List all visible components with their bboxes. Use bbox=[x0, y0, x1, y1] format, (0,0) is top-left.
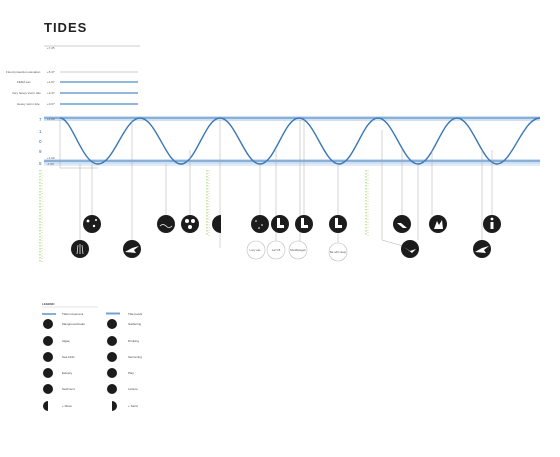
reference-lines: +7.25 Flood protection elevation +5.3? F… bbox=[6, 45, 140, 106]
sediment-icon bbox=[43, 384, 53, 394]
legend-label: Leisure bbox=[128, 387, 138, 391]
icons-row-1 bbox=[83, 215, 501, 233]
sediment-icon bbox=[83, 215, 101, 233]
left-tick: 9 bbox=[39, 149, 42, 154]
legend-label: Tidal movement bbox=[62, 312, 83, 316]
caption-text: surf 18 bbox=[272, 248, 281, 252]
legend-label: Sediment bbox=[62, 387, 75, 391]
kayak-icon bbox=[107, 384, 117, 394]
green-scale-right bbox=[365, 170, 369, 236]
green-scale-left bbox=[39, 170, 43, 262]
legend-label: + Moon bbox=[62, 404, 72, 408]
legend-label: Estuary bbox=[62, 371, 73, 375]
legend-label: Tide levels bbox=[128, 312, 143, 316]
legend-label: Mangrove/shoals bbox=[62, 322, 85, 326]
swimmer-icon bbox=[107, 352, 117, 362]
low-tide-mark-2: -1.00 bbox=[47, 162, 54, 166]
sediment-icon bbox=[181, 215, 199, 233]
caption-bubble bbox=[266, 240, 286, 260]
bottle-icon bbox=[107, 336, 117, 346]
reference-label-heavy: Heavy storm tide bbox=[17, 102, 40, 106]
legend-label: Sea birds bbox=[62, 355, 75, 359]
tide-curve bbox=[59, 117, 541, 165]
left-tick: 7 bbox=[39, 117, 42, 122]
icons-row-2 bbox=[71, 240, 491, 258]
reference-label-flood: Flood protection elevation bbox=[6, 70, 41, 74]
left-axis: 7 1 0 9 5 bbox=[39, 117, 42, 166]
caption-bubble bbox=[246, 240, 266, 260]
boot-icon bbox=[107, 319, 117, 329]
heron-icon bbox=[107, 368, 117, 378]
half-moon-icon bbox=[43, 401, 48, 411]
caption-text: Lucy eat... bbox=[250, 248, 263, 252]
swimmer-icon bbox=[401, 240, 419, 258]
caption-text: Mudbtasgeb bbox=[290, 248, 306, 252]
caption-bubbles: Lucy eat... surf 18 Mudbtasgeb Ba ndl Lu… bbox=[246, 240, 348, 262]
legend-title: LEGEND bbox=[42, 302, 55, 306]
high-tide-mark: +2.00 bbox=[47, 117, 55, 121]
shell-icon bbox=[251, 215, 269, 233]
legend: LEGEND Tidal movement Tide levels Mangro… bbox=[42, 302, 143, 411]
caption-bubble bbox=[288, 240, 308, 260]
ripple-icon bbox=[43, 368, 53, 378]
ripple-icon bbox=[157, 215, 175, 233]
reference-value-fema: +4.6? bbox=[47, 80, 55, 84]
reference-label-very-heavy: Very heavy storm tide bbox=[12, 91, 41, 95]
bird-icon bbox=[43, 352, 53, 362]
legend-label: Algae bbox=[62, 339, 70, 343]
left-tick: 5 bbox=[39, 161, 42, 166]
half-moon-icon bbox=[212, 215, 221, 233]
legend-label: Gathering bbox=[128, 322, 142, 326]
legend-label: Swimming bbox=[128, 355, 142, 359]
left-tick: 0 bbox=[39, 139, 42, 144]
reference-label-top: +7.25 bbox=[47, 46, 55, 50]
half-circle-icon bbox=[112, 401, 117, 411]
caption-bubble bbox=[328, 242, 348, 262]
low-tide-mark: +1.00 bbox=[47, 156, 55, 160]
legend-label: Play bbox=[128, 371, 134, 375]
legend-label: Drinking bbox=[128, 339, 139, 343]
green-scale-mid bbox=[206, 170, 210, 236]
grass-icon bbox=[43, 319, 53, 329]
left-tick: 1 bbox=[39, 129, 42, 134]
page-title: TIDES bbox=[44, 20, 88, 35]
reference-label-fema: FEMA esx bbox=[17, 80, 31, 84]
reference-value-very-heavy: +3.4? bbox=[47, 91, 55, 95]
reference-value-flood: +5.3? bbox=[47, 70, 55, 74]
caption-text: Ba ndl Lukop bbox=[330, 250, 347, 254]
legend-label: + Sand bbox=[128, 404, 138, 408]
reference-value-heavy: +3.0? bbox=[47, 102, 55, 106]
shell-icon bbox=[43, 336, 53, 346]
